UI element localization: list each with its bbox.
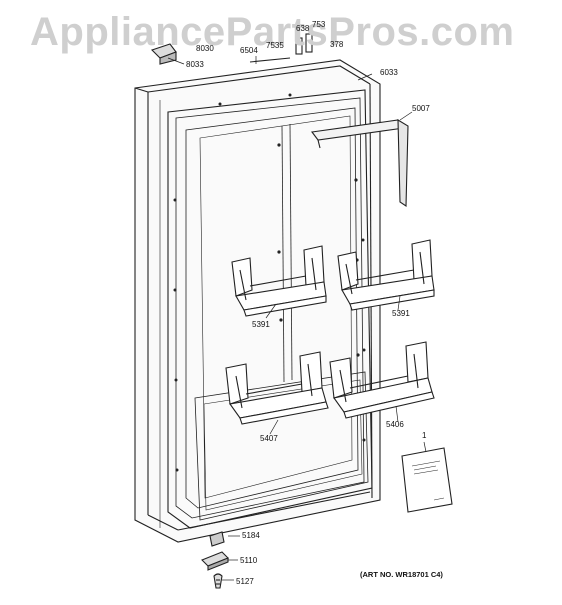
label-1: 1 (422, 431, 427, 440)
label-638: 638 (296, 24, 310, 33)
label-753: 753 (312, 20, 326, 29)
upper-right-door-bin (337, 239, 435, 311)
art-number: (ART NO. WR18701 C4) (360, 570, 443, 579)
upper-left-door-bin (231, 245, 327, 317)
label-5391-left: 5391 (252, 320, 270, 329)
label-5406: 5406 (386, 420, 404, 429)
label-378: 378 (330, 40, 344, 49)
label-5407: 5407 (260, 434, 278, 443)
lower-left-door-bin (225, 351, 329, 425)
label-5110: 5110 (240, 556, 258, 565)
bottom-hinge-parts (201, 531, 229, 589)
label-8033: 8033 (186, 60, 204, 69)
top-small-parts (249, 33, 313, 63)
label-5184: 5184 (242, 531, 260, 540)
label-5007: 5007 (412, 104, 430, 113)
handle-bar (311, 119, 409, 208)
label-5391-right: 5391 (392, 309, 410, 318)
owners-manual-booklet (401, 447, 453, 513)
label-7535: 7535 (266, 41, 284, 50)
label-8030: 8030 (196, 44, 214, 53)
watermark-text: AppliancePartsPros.com (30, 10, 515, 54)
label-6033: 6033 (380, 68, 398, 77)
label-6504: 6504 (240, 46, 258, 55)
leader-lines (167, 56, 427, 581)
label-5127: 5127 (236, 577, 254, 586)
door-gasket-frame (167, 89, 373, 529)
lower-right-door-bin (329, 341, 435, 419)
